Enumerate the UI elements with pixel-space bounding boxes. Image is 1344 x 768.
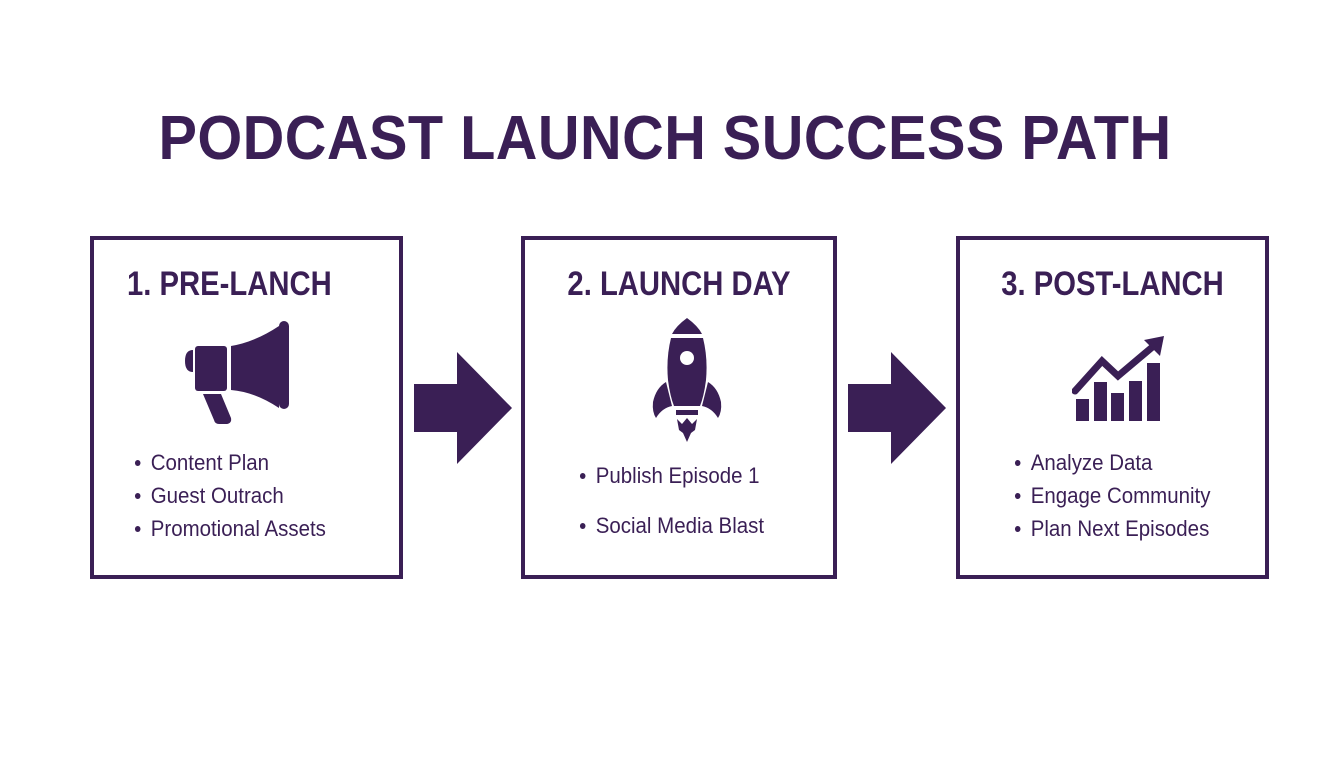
- right-arrow-icon: [414, 352, 514, 469]
- stage-heading: 3. POST-LANCH: [1001, 265, 1224, 303]
- list-item: Promotional Assets: [134, 512, 326, 545]
- list-item: Content Plan: [134, 446, 326, 479]
- stage-items-list: Publish Episode 1 Social Media Blast: [579, 451, 778, 551]
- list-item: Plan Next Episodes: [1014, 512, 1210, 545]
- stage-heading: 2. LAUNCH DAY: [567, 265, 791, 303]
- diagram-title: PODCAST LAUNCH SUCCESS PATH: [158, 104, 1172, 173]
- rocket-icon: [652, 318, 722, 444]
- megaphone-icon: [185, 320, 295, 426]
- stage-items-list: Content Plan Guest Outrach Promotional A…: [134, 446, 340, 545]
- stage-launch-day: 2. LAUNCH DAY Publish Episode 1 Social M…: [521, 236, 837, 579]
- stage-items-list: Analyze Data Engage Community Plan Next …: [1014, 446, 1225, 545]
- list-item: Social Media Blast: [579, 501, 764, 551]
- stage-post-launch: 3. POST-LANCH Analyze Data Engage Commun…: [956, 236, 1269, 579]
- list-item: Publish Episode 1: [579, 451, 764, 501]
- growth-chart-icon: [1072, 336, 1168, 426]
- stage-heading: 1. PRE-LANCH: [127, 265, 332, 303]
- list-item: Guest Outrach: [134, 479, 326, 512]
- list-item: Engage Community: [1014, 479, 1210, 512]
- right-arrow-icon: [848, 352, 948, 469]
- list-item: Analyze Data: [1014, 446, 1210, 479]
- stage-pre-launch: 1. PRE-LANCH Content Plan Guest Outrach …: [90, 236, 403, 579]
